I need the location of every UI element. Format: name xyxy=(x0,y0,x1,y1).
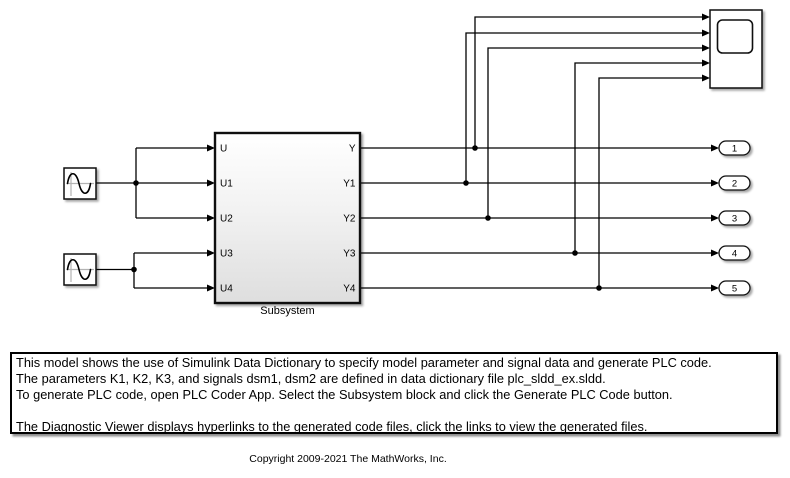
annotation-line: To generate PLC code, open PLC Coder App… xyxy=(16,387,673,402)
sine-wave-icon xyxy=(66,172,94,196)
input-port-label-u1: U1 xyxy=(220,179,233,190)
wire-y2-branch-to-scope[interactable] xyxy=(487,47,703,218)
arrowhead xyxy=(207,214,215,222)
arrowhead xyxy=(702,74,710,82)
subsystem-name-label: Subsystem xyxy=(260,305,314,317)
arrowhead xyxy=(711,179,719,187)
output-port-label-y2: Y2 xyxy=(343,214,356,225)
junction-dots xyxy=(131,145,602,291)
arrowhead xyxy=(702,59,710,67)
input-port-label-u3: U3 xyxy=(220,249,233,260)
outport-block-1[interactable]: 1 xyxy=(718,140,751,156)
arrowhead xyxy=(702,44,710,52)
outport-label: 5 xyxy=(732,284,737,295)
input-port-label-u4: U4 xyxy=(220,284,233,295)
annotation-line: This model shows the use of Simulink Dat… xyxy=(16,355,712,370)
arrowheads xyxy=(207,13,719,292)
arrowhead xyxy=(711,249,719,257)
subsystem-block[interactable]: U U1 U2 U3 U4 Y Y1 Y2 Y3 Y4 Subsystem xyxy=(213,131,362,317)
output-port-label-y4: Y4 xyxy=(343,284,356,295)
arrowhead xyxy=(711,144,719,152)
wire-y-branch-to-scope[interactable] xyxy=(474,16,703,148)
output-port-label-y1: Y1 xyxy=(343,179,356,190)
outport-block-4[interactable]: 4 xyxy=(718,245,751,261)
junction-dot xyxy=(463,180,469,186)
annotation-line: The Diagnostic Viewer displays hyperlink… xyxy=(16,419,648,434)
outport-label: 1 xyxy=(732,144,737,155)
junction-dot xyxy=(485,215,491,221)
sine-wave-block-2[interactable] xyxy=(63,253,97,286)
scope-block[interactable] xyxy=(709,9,763,89)
junction-dot xyxy=(133,180,139,186)
arrowhead xyxy=(207,249,215,257)
arrowhead xyxy=(702,13,710,21)
arrowhead xyxy=(207,284,215,292)
outport-block-5[interactable]: 5 xyxy=(718,280,751,296)
arrowhead xyxy=(711,284,719,292)
wire-y4-branch-to-scope[interactable] xyxy=(598,77,703,288)
output-port-label-y3: Y3 xyxy=(343,249,356,260)
outport-block-2[interactable]: 2 xyxy=(718,175,751,191)
wires xyxy=(96,16,712,289)
wire-y1-branch-to-scope[interactable] xyxy=(465,32,703,183)
junction-dot xyxy=(472,145,478,151)
annotation-line xyxy=(16,403,776,419)
input-port-label-u: U xyxy=(220,144,227,155)
arrowhead xyxy=(207,179,215,187)
junction-dot xyxy=(572,250,578,256)
wire-y3-branch-to-scope[interactable] xyxy=(574,62,703,253)
outport-block-3[interactable]: 3 xyxy=(718,210,751,226)
arrowhead xyxy=(702,29,710,37)
junction-dot xyxy=(131,266,137,273)
arrowhead xyxy=(711,214,719,222)
annotation-line: The parameters K1, K2, K3, and signals d… xyxy=(16,371,606,386)
block-diagram: U U1 U2 U3 U4 Y Y1 Y2 Y3 Y4 Subsystem 1 … xyxy=(63,9,763,317)
output-port-label-y: Y xyxy=(349,144,356,155)
outport-label: 4 xyxy=(732,249,737,260)
scope-screen-icon xyxy=(716,19,754,54)
input-port-label-u2: U2 xyxy=(220,214,233,225)
outport-label: 3 xyxy=(732,214,737,225)
annotation-box[interactable]: This model shows the use of Simulink Dat… xyxy=(10,352,778,434)
copyright-text: Copyright 2009-2021 The MathWorks, Inc. xyxy=(249,453,447,465)
outport-label: 2 xyxy=(732,179,737,190)
junction-dot xyxy=(596,285,602,291)
arrowhead xyxy=(207,144,215,152)
sine-wave-icon xyxy=(66,258,94,282)
sine-wave-block-1[interactable] xyxy=(63,167,97,200)
